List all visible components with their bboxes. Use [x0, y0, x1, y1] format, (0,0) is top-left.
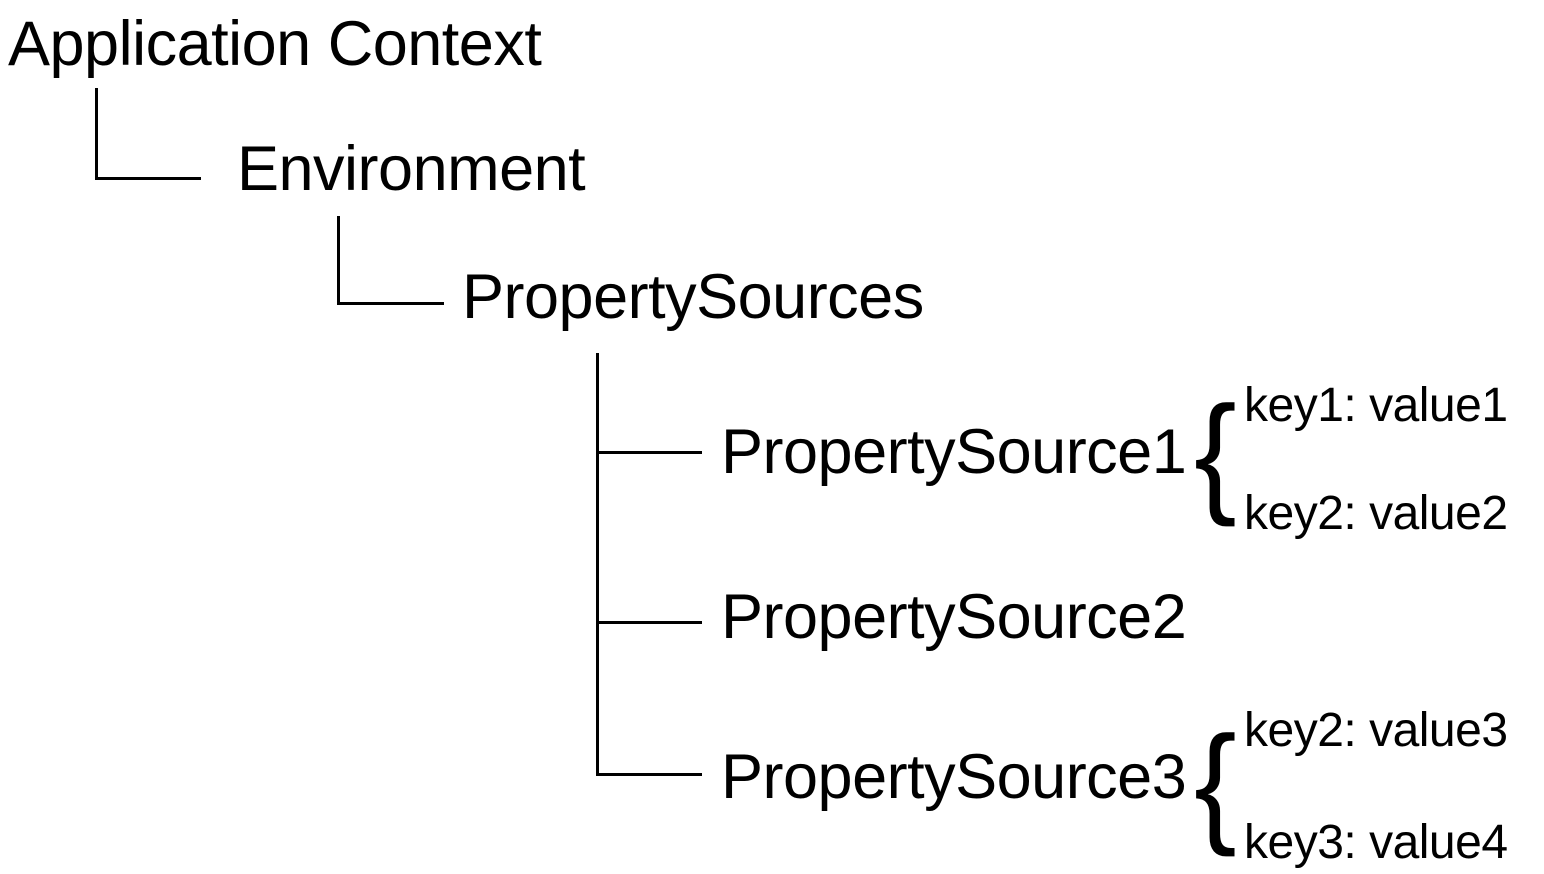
connector-branch-property-source-3	[596, 773, 702, 776]
connector-env-to-sources-vertical	[337, 216, 340, 305]
node-application-context: Application Context	[8, 9, 542, 79]
node-property-source-3: PropertySource3	[721, 742, 1187, 812]
connector-app-to-env-vertical	[95, 88, 98, 180]
connector-branch-property-source-1	[596, 451, 702, 454]
brace-icon: {	[1194, 379, 1237, 528]
brace-icon: {	[1194, 709, 1237, 858]
connector-app-to-env-horizontal	[95, 177, 201, 180]
property-entry-key3-value4: key3: value4	[1244, 816, 1508, 869]
property-entry-key2-value3: key2: value3	[1244, 704, 1508, 757]
connector-env-to-sources-horizontal	[337, 302, 444, 305]
property-entry-key2-value2: key2: value2	[1244, 487, 1508, 540]
node-property-sources: PropertySources	[462, 262, 924, 332]
node-property-source-1: PropertySource1	[721, 417, 1187, 487]
connector-sources-trunk-vertical	[596, 353, 599, 776]
property-entry-key1-value1: key1: value1	[1244, 379, 1508, 432]
node-environment: Environment	[237, 134, 586, 204]
connector-branch-property-source-2	[596, 621, 702, 624]
node-property-source-2: PropertySource2	[721, 582, 1187, 652]
